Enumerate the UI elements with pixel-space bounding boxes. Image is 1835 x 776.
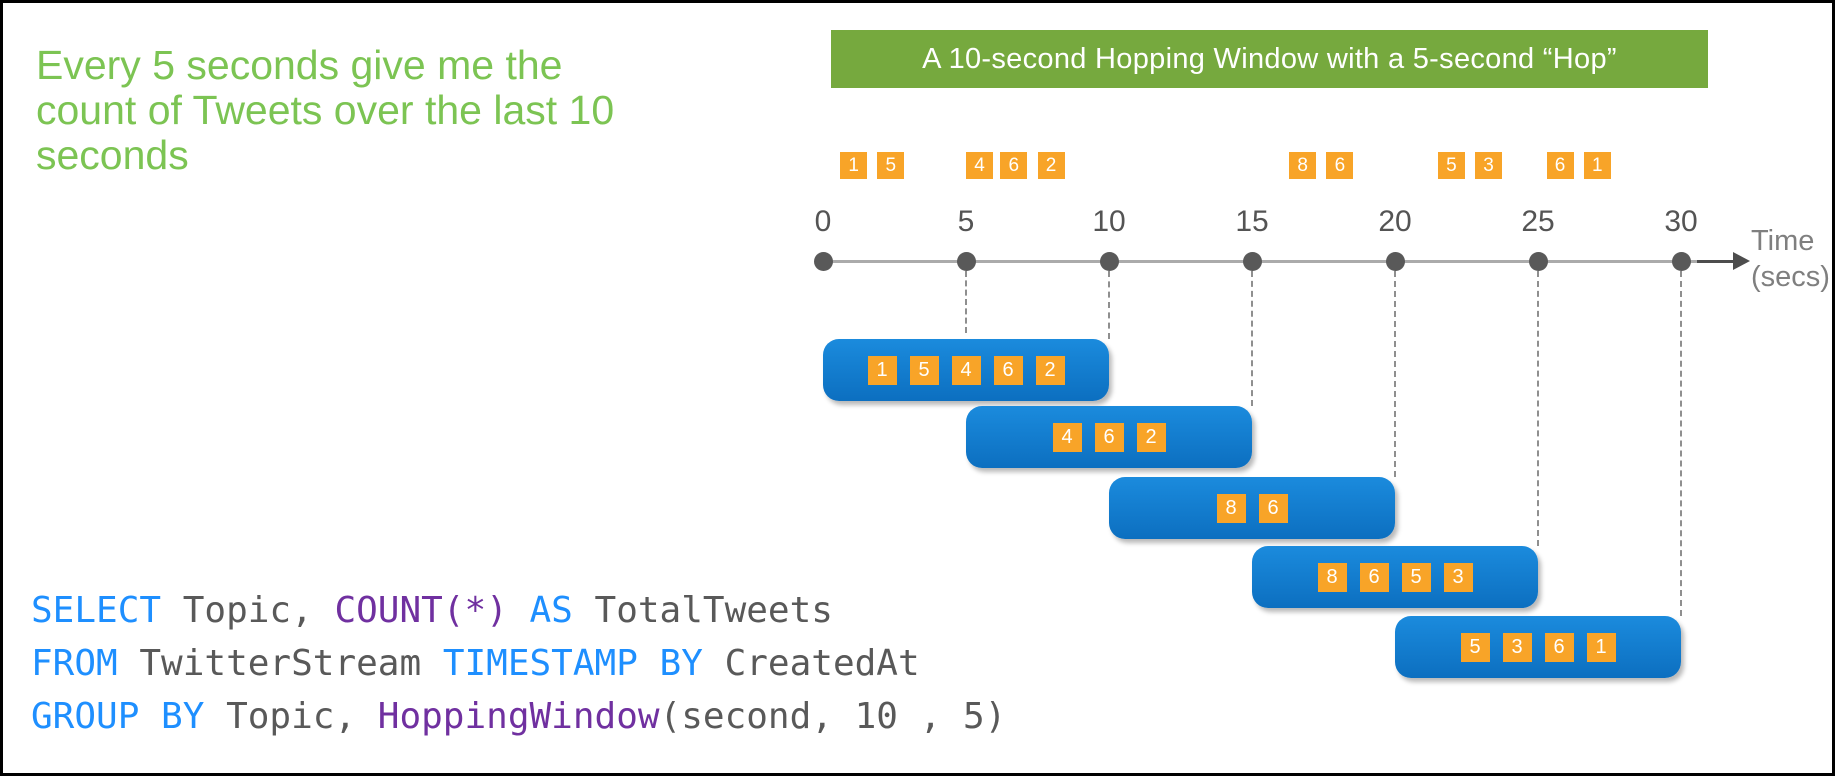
window-event-box: 4 xyxy=(951,355,981,385)
headline-line-3: seconds xyxy=(36,132,189,178)
window-event-box: 1 xyxy=(867,355,897,385)
axis-arrow-shaft xyxy=(1697,260,1737,263)
tick-label-10: 10 xyxy=(1092,205,1126,238)
headline: Every 5 seconds give me the count of Twe… xyxy=(36,43,614,178)
event-box: 2 xyxy=(1037,152,1065,179)
code-token-plain: Topic, xyxy=(204,696,378,737)
window-event-box: 2 xyxy=(1136,422,1166,452)
code-token-plain: CreatedAt xyxy=(702,643,920,684)
code-line: GROUP BY Topic, HoppingWindow(second, 10… xyxy=(31,690,1006,743)
tick-dashline-25 xyxy=(1537,271,1539,546)
window-event-box: 6 xyxy=(993,355,1023,385)
event-box: 6 xyxy=(1326,152,1354,179)
time-axis-label: Time (secs) xyxy=(1751,223,1830,295)
window-event-box: 6 xyxy=(1544,632,1574,662)
tick-dashline-10 xyxy=(1108,271,1110,339)
tick-label-25: 25 xyxy=(1521,205,1555,238)
code-token-plain: Topic, xyxy=(161,590,335,631)
window-event-box: 5 xyxy=(909,355,939,385)
tick-dot-0 xyxy=(813,251,833,271)
event-box: 1 xyxy=(840,152,868,179)
code-token-function: HoppingWindow xyxy=(377,696,660,737)
code-token-keyword: TIMESTAMP BY xyxy=(442,643,703,684)
code-token-keyword: FROM xyxy=(31,643,118,684)
window-event-box: 1 xyxy=(1586,632,1616,662)
code-token-plain: (second, 10 , 5) xyxy=(659,696,1007,737)
tick-dashline-5 xyxy=(965,271,967,333)
time-axis-label-line2: (secs) xyxy=(1751,261,1830,293)
tick-dot-5 xyxy=(956,251,976,271)
window-event-box: 4 xyxy=(1052,422,1082,452)
event-box: 6 xyxy=(1000,152,1028,179)
tick-dot-20 xyxy=(1385,251,1405,271)
window-event-box: 6 xyxy=(1359,562,1389,592)
tick-label-20: 20 xyxy=(1378,205,1412,238)
axis-line xyxy=(823,260,1703,263)
window-event-box: 2 xyxy=(1035,355,1065,385)
tick-dot-15 xyxy=(1242,251,1262,271)
event-box: 3 xyxy=(1475,152,1503,179)
code-line: SELECT Topic, COUNT(*) AS TotalTweets xyxy=(31,584,1006,637)
window-event-box: 3 xyxy=(1502,632,1532,662)
headline-line-2: count of Tweets over the last 10 xyxy=(36,87,615,133)
window-event-box: 8 xyxy=(1317,562,1347,592)
code-token-plain: TwitterStream xyxy=(117,643,443,684)
event-box: 6 xyxy=(1546,152,1574,179)
event-box: 5 xyxy=(1437,152,1465,179)
tick-label-15: 15 xyxy=(1235,205,1269,238)
event-box: 8 xyxy=(1289,152,1317,179)
code-token-keyword: AS xyxy=(507,590,595,631)
event-box: 5 xyxy=(877,152,905,179)
headline-line-1: Every 5 seconds give me the xyxy=(36,42,563,88)
event-box: 4 xyxy=(966,152,993,179)
code-token-keyword: GROUP BY xyxy=(31,696,205,737)
code-token-plain: TotalTweets xyxy=(594,590,833,631)
time-axis-label-line1: Time xyxy=(1751,225,1815,257)
window-event-box: 3 xyxy=(1443,562,1473,592)
title-banner: A 10-second Hopping Window with a 5-seco… xyxy=(831,30,1708,88)
tick-dot-10 xyxy=(1099,251,1119,271)
window-event-box: 8 xyxy=(1216,493,1246,523)
tick-dot-25 xyxy=(1528,251,1548,271)
window-event-box: 6 xyxy=(1258,493,1288,523)
tick-dot-30 xyxy=(1671,251,1691,271)
tick-dashline-15 xyxy=(1251,271,1253,406)
tick-dashline-30 xyxy=(1680,271,1682,616)
tick-label-5: 5 xyxy=(957,205,975,238)
tick-dashline-20 xyxy=(1394,271,1396,477)
window-event-box: 5 xyxy=(1460,632,1490,662)
axis-arrowhead-icon xyxy=(1733,252,1750,270)
title-banner-text: A 10-second Hopping Window with a 5-seco… xyxy=(922,42,1617,75)
code-token-function: COUNT(*) xyxy=(334,590,508,631)
code-line: FROM TwitterStream TIMESTAMP BY CreatedA… xyxy=(31,637,1006,690)
window-event-box: 6 xyxy=(1094,422,1124,452)
tick-label-0: 0 xyxy=(814,205,832,238)
code-token-keyword: SELECT xyxy=(31,590,162,631)
tick-label-30: 30 xyxy=(1664,205,1698,238)
event-box: 1 xyxy=(1583,152,1611,179)
window-event-box: 5 xyxy=(1401,562,1431,592)
